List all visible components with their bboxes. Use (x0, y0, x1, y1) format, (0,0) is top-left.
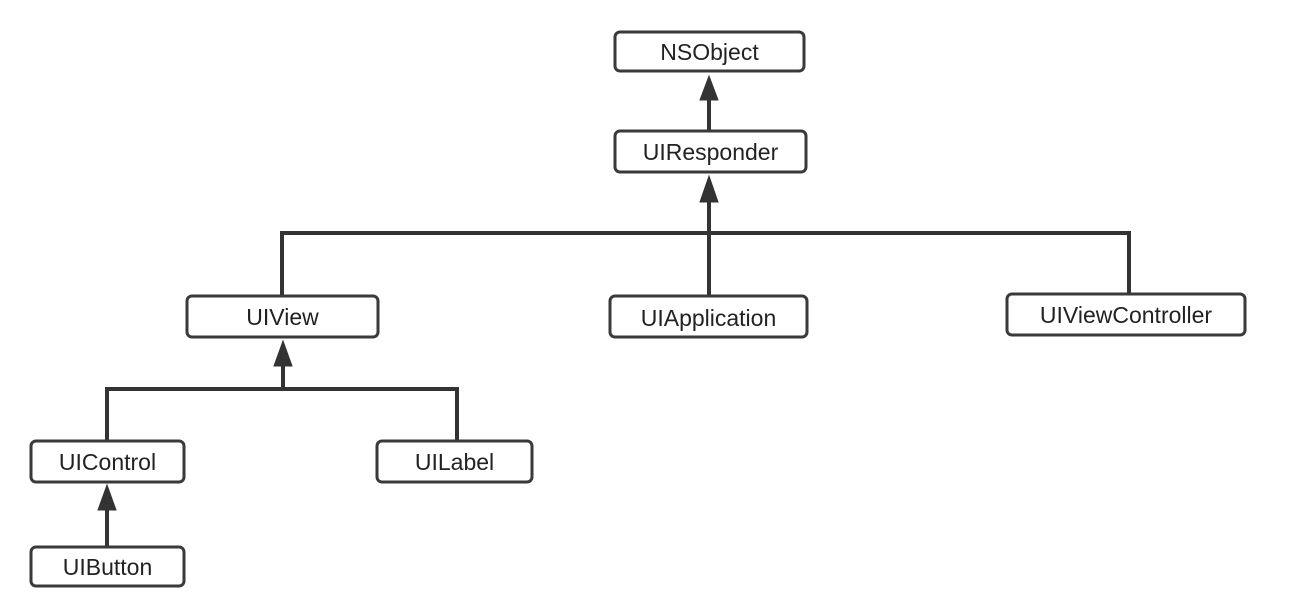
node-label: UIControl (59, 449, 156, 475)
node-label: UIApplication (641, 305, 777, 331)
node-uiresponder: UIResponder (613, 129, 808, 174)
node-uicontrol: UIControl (29, 439, 186, 484)
edge-bus-uiresponder (280, 231, 1131, 296)
arrowhead-uiview (273, 339, 293, 367)
node-nsobject: NSObject (613, 30, 806, 73)
connectors (97, 74, 1131, 546)
node-uilabel: UILabel (375, 439, 534, 484)
node-uibutton: UIButton (29, 545, 186, 588)
node-label: UILabel (415, 449, 494, 475)
arrowhead-nsobject (699, 74, 719, 101)
node-uiviewcontroller: UIViewController (1005, 292, 1247, 337)
node-label: NSObject (660, 39, 759, 65)
edge-bus-uiview (105, 387, 459, 440)
arrowhead-uiresponder (699, 174, 719, 203)
node-uiapplication: UIApplication (608, 294, 809, 339)
node-uiview: UIView (185, 294, 380, 339)
node-label: UIButton (63, 554, 153, 580)
node-label: UIResponder (643, 139, 779, 165)
arrowhead-uicontrol (97, 483, 117, 511)
node-label: UIView (246, 304, 319, 330)
node-label: UIViewController (1040, 302, 1212, 328)
